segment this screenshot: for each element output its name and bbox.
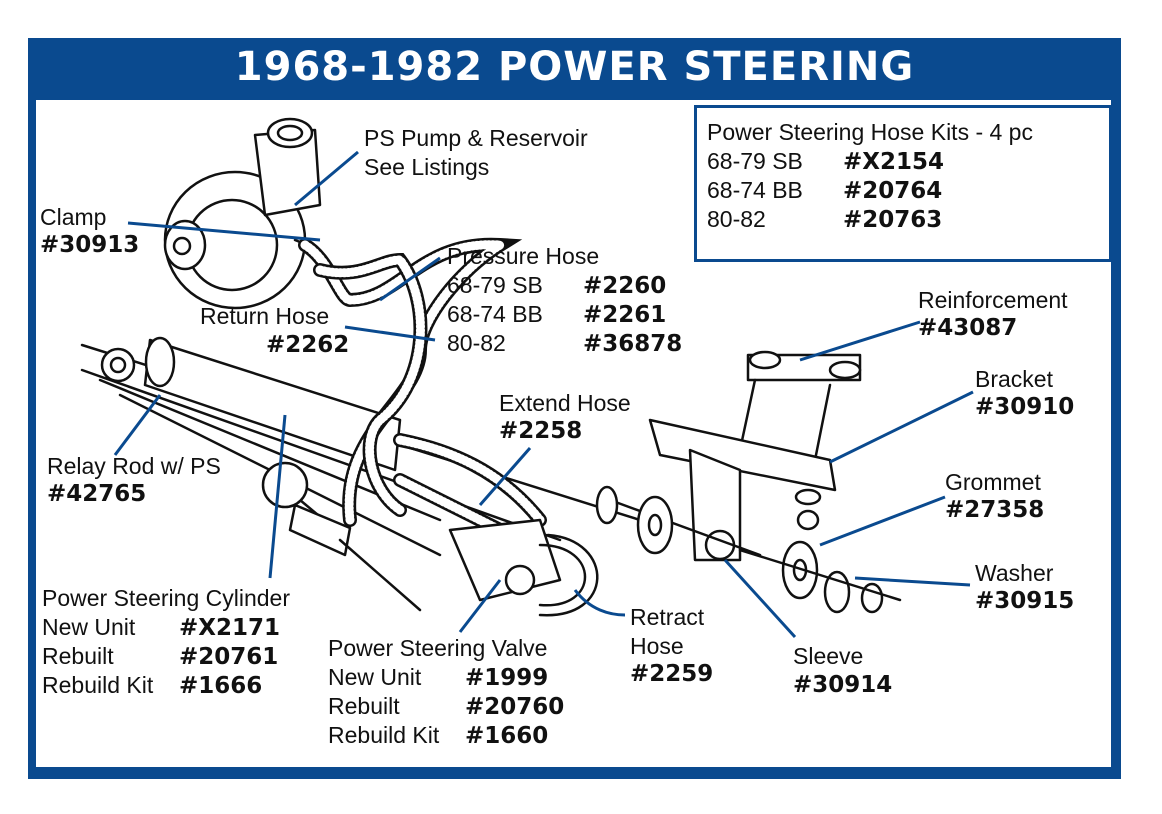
pressure-hose-variant: 68-79 SB	[447, 272, 543, 298]
reinforcement-part: #43087	[918, 315, 1018, 341]
page-title: 1968-1982 POWER STEERING	[234, 44, 915, 90]
cylinder-part: #X2171	[179, 615, 281, 641]
relay-rod-label: Relay Rod w/ PS	[47, 453, 221, 479]
valve-drawing	[448, 518, 599, 617]
cylinder-row: Rebuild Kit #1666	[42, 671, 262, 701]
leader-lines	[113, 150, 974, 639]
retract-hose-label-2: Hose	[630, 633, 684, 659]
hose-kit-row: 68-74 BB #20764	[707, 176, 942, 206]
pressure-hose-row: 68-79 SB #2260	[447, 271, 666, 301]
retract-hose-label: Retract	[630, 604, 705, 630]
extend-hose-label: Extend Hose	[499, 390, 631, 416]
cylinder-row: Rebuilt #20761	[42, 642, 278, 672]
washer-label: Washer	[975, 560, 1054, 586]
valve-label: Power Steering Valve	[328, 635, 548, 661]
cylinder-variant: Rebuild Kit	[42, 672, 154, 698]
cylinder-row: New Unit #X2171	[42, 613, 280, 643]
relay-rod-part: #42765	[47, 481, 147, 507]
washer-part: #30915	[975, 588, 1075, 614]
cylinder-label: Power Steering Cylinder	[42, 585, 291, 611]
return-hose-part: #2262	[266, 332, 350, 358]
valve-part: #20760	[465, 694, 565, 720]
extend-hose-part: #2258	[499, 418, 583, 444]
pressure-hose-part: #2260	[583, 273, 667, 299]
cylinder-variant: Rebuilt	[42, 643, 114, 669]
sleeve-part: #30914	[793, 672, 893, 698]
pump-label: PS Pump & Reservoir	[364, 125, 588, 151]
reinforcement-label: Reinforcement	[918, 287, 1068, 313]
pressure-hose-row: 80-82 #36878	[447, 329, 682, 359]
valve-row: Rebuild Kit #1660	[328, 721, 548, 751]
pressure-hose-label: Pressure Hose	[447, 243, 600, 269]
hose-kit-part: #20764	[843, 178, 943, 204]
pressure-hose-variant: 80-82	[447, 330, 506, 356]
pump-drawing	[163, 117, 322, 310]
cylinder-part: #1666	[179, 673, 263, 699]
pressure-hose-row: 68-74 BB #2261	[447, 300, 666, 330]
pressure-hose-variant: 68-74 BB	[447, 301, 543, 327]
hose-kit-part: #X2154	[843, 149, 945, 175]
grommet-part: #27358	[945, 497, 1045, 523]
hose-kits-heading: Power Steering Hose Kits - 4 pc	[707, 119, 1033, 145]
pump-note: See Listings	[364, 154, 490, 180]
bracket-drawing	[595, 350, 862, 562]
bracket-label: Bracket	[975, 366, 1053, 392]
valve-variant: Rebuild Kit	[328, 722, 440, 748]
valve-part: #1660	[465, 723, 549, 749]
clamp-part: #30913	[40, 232, 140, 258]
cylinder-part: #20761	[179, 644, 279, 670]
valve-variant: New Unit	[328, 664, 422, 690]
valve-part: #1999	[465, 665, 549, 691]
hose-kit-row: 68-79 SB #X2154	[707, 147, 944, 177]
grommet-drawing	[636, 488, 902, 614]
pressure-hose-part: #2261	[583, 302, 667, 328]
valve-variant: Rebuilt	[328, 693, 400, 719]
pressure-hose-part: #36878	[583, 331, 683, 357]
sleeve-label: Sleeve	[793, 643, 864, 669]
hose-kit-label: 68-74 BB	[707, 177, 803, 203]
hose-kit-part: #20763	[843, 207, 943, 233]
bracket-part: #30910	[975, 394, 1075, 420]
return-hose-label: Return Hose	[200, 303, 330, 329]
valve-row: Rebuilt #20760	[328, 692, 564, 722]
hose-kit-label: 80-82	[707, 206, 766, 232]
hose-kit-label: 68-79 SB	[707, 148, 803, 174]
clamp-label: Clamp	[40, 204, 107, 230]
hose-kits-box: Power Steering Hose Kits - 4 pc 68-79 SB…	[694, 105, 1112, 262]
hose-kit-row: 80-82 #20763	[707, 205, 942, 235]
grommet-label: Grommet	[945, 469, 1041, 495]
retract-hose-part: #2259	[630, 661, 714, 687]
cylinder-variant: New Unit	[42, 614, 136, 640]
cylinder-drawing	[143, 336, 422, 612]
valve-row: New Unit #1999	[328, 663, 548, 693]
